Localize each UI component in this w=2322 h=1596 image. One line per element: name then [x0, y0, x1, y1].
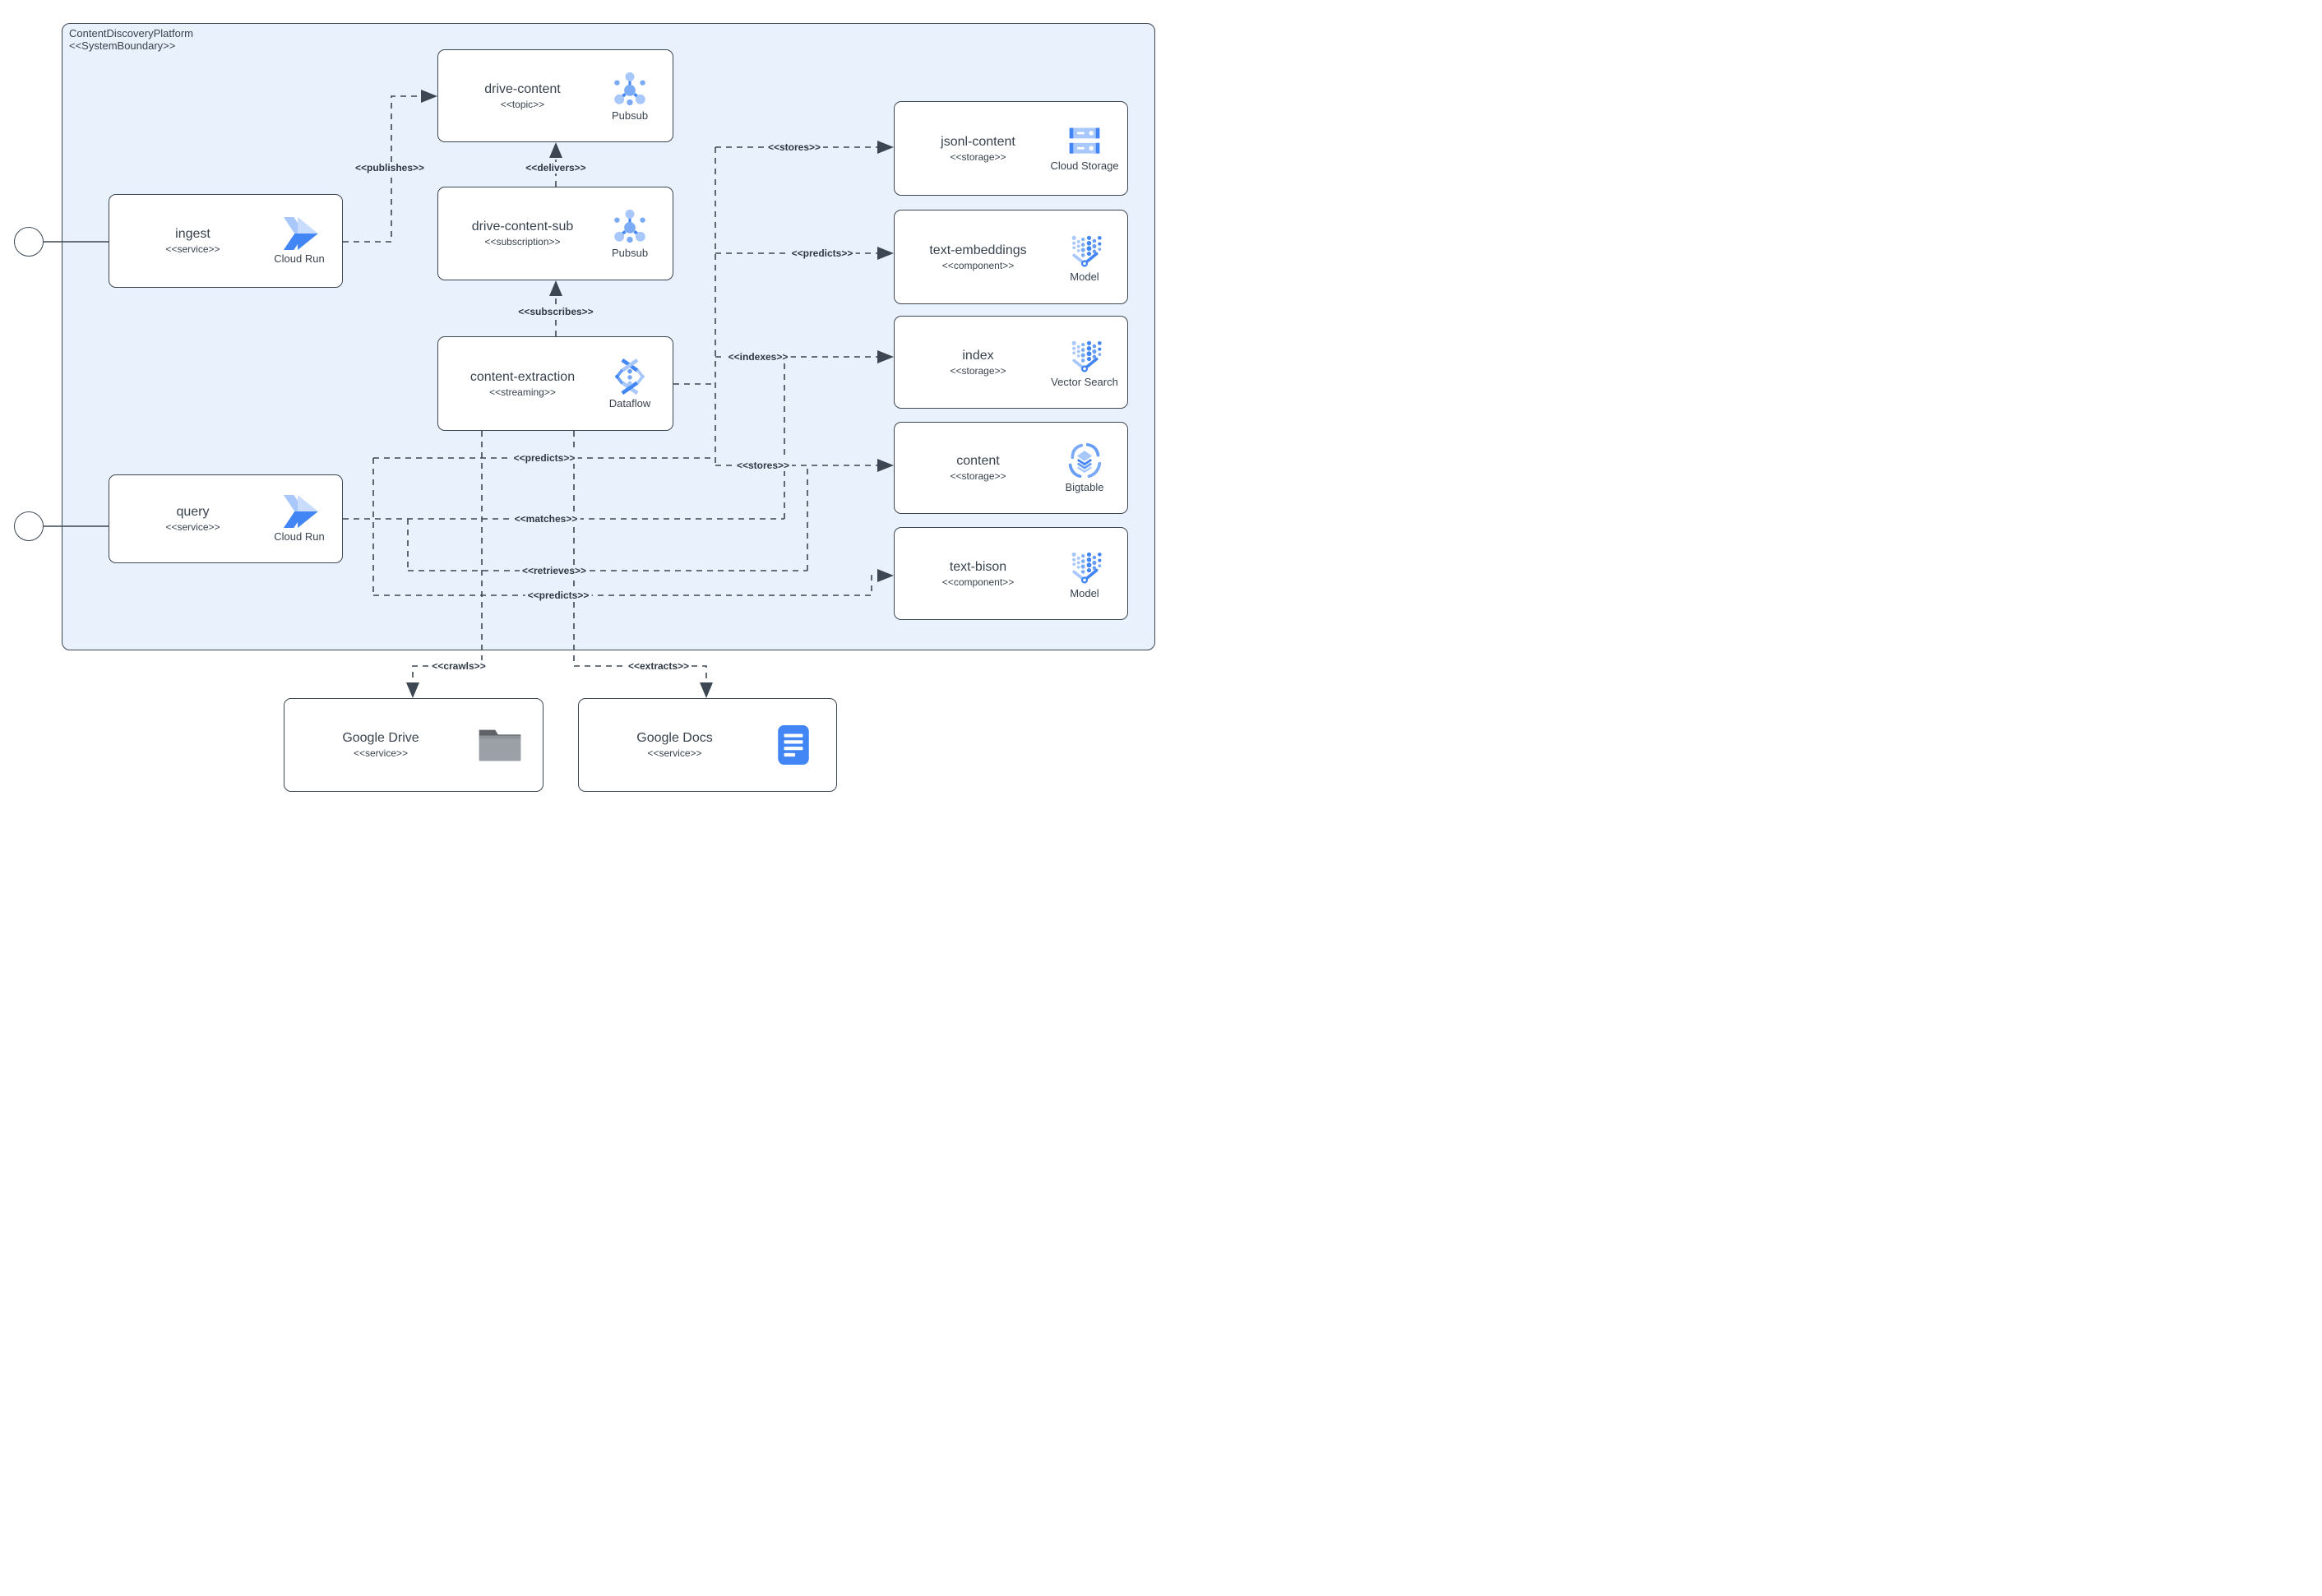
folder-icon [479, 729, 521, 761]
node-title: drive-content-sub [471, 220, 574, 234]
arrowhead-extracts [700, 682, 713, 698]
diagram-canvas: ContentDiscoveryPlatform<<SystemBoundary… [0, 0, 1161, 798]
node-stereotype: <<service>> [353, 747, 409, 759]
bigtable-icon [1068, 442, 1102, 479]
node-title: text-embeddings [929, 243, 1027, 257]
node-ingest-text: ingest <<service>> [109, 227, 265, 255]
edge-label-retrieves: <<retrieves>> [519, 565, 590, 576]
edge-label-predicts-bison: <<predicts>> [525, 590, 592, 601]
cloud-storage-icon [1069, 127, 1100, 154]
node-title: jsonl-content [941, 134, 1015, 149]
node-ingest[interactable]: ingest <<service>> Cloud Run [109, 194, 343, 288]
edge-label-indexes: <<indexes>> [725, 351, 791, 363]
node-title: query [176, 505, 210, 519]
node-stereotype: <<storage>> [950, 150, 1006, 163]
node-text-embeddings-text: text-embeddings <<component>> [895, 243, 1050, 271]
actor-port-query [14, 511, 44, 541]
node-drive-content-sub[interactable]: drive-content-sub <<subscription>> Pubsu… [437, 187, 673, 280]
edge-label-stores-content: <<stores>> [733, 460, 793, 471]
pubsub-icon [614, 209, 645, 243]
node-title: index [962, 348, 994, 363]
node-content-extraction-text: content-extraction <<streaming>> [438, 370, 595, 398]
node-tech: Cloud Run [274, 530, 325, 543]
node-text-bison[interactable]: text-bison <<component>> Model [894, 527, 1128, 620]
node-title: ingest [175, 227, 210, 241]
node-content[interactable]: content <<storage>> Bigtable [894, 422, 1128, 514]
node-stereotype: <<service>> [165, 243, 220, 255]
node-index-text: index <<storage>> [895, 349, 1050, 377]
node-tech: Pubsub [611, 109, 649, 122]
node-tech: Vector Search [1051, 375, 1118, 388]
node-index[interactable]: index <<storage>> Vector Search [894, 316, 1128, 409]
node-tech: Cloud Run [274, 252, 325, 265]
node-jsonl-content-text: jsonl-content <<storage>> [895, 135, 1050, 163]
node-drive-content-sub-text: drive-content-sub <<subscription>> [438, 220, 595, 247]
node-content-text: content <<storage>> [895, 454, 1050, 482]
node-title: content [956, 454, 1000, 468]
model-icon [1071, 235, 1102, 267]
edge-label-subscribes: <<subscribes>> [516, 306, 596, 317]
model-icon [1071, 552, 1102, 584]
node-title: content-extraction [469, 369, 576, 384]
edge-label-crawls: <<crawls>> [429, 660, 488, 672]
node-tech: Cloud Storage [1050, 159, 1119, 172]
node-tech: Pubsub [611, 247, 649, 259]
node-title: Google Drive [342, 731, 419, 745]
node-google-docs[interactable]: Google Docs <<service>> [578, 698, 837, 792]
node-title: drive-content [484, 81, 561, 96]
node-query-text: query <<service>> [109, 505, 265, 533]
node-google-drive-text: Google Drive <<service>> [284, 731, 465, 759]
pubsub-icon [614, 72, 645, 105]
arrowhead-crawls [406, 682, 419, 698]
docs-icon [778, 725, 809, 765]
node-drive-content-text: drive-content <<topic>> [438, 82, 595, 110]
node-stereotype: <<component>> [941, 259, 1015, 271]
vector-search-icon [1071, 340, 1102, 372]
edge-label-extracts: <<extracts>> [625, 660, 692, 672]
node-google-docs-text: Google Docs <<service>> [579, 731, 759, 759]
edge-label-predicts-query: <<predicts>> [511, 452, 578, 464]
edge-label-stores-jsonl: <<stores>> [765, 141, 824, 153]
edge-label-predicts-embeddings: <<predicts>> [789, 247, 856, 259]
edge-label-matches: <<matches>> [511, 513, 580, 525]
node-jsonl-content[interactable]: jsonl-content <<storage>> Cloud Storage [894, 101, 1128, 196]
node-tech: Model [1070, 586, 1099, 599]
dataflow-icon [615, 358, 645, 395]
node-stereotype: <<component>> [941, 576, 1015, 588]
node-stereotype: <<streaming>> [489, 386, 556, 398]
cloud-run-icon [283, 217, 318, 250]
boundary-stereotype: <<SystemBoundary>> [69, 39, 176, 52]
node-google-drive[interactable]: Google Drive <<service>> [284, 698, 543, 792]
node-text-bison-text: text-bison <<component>> [895, 560, 1050, 588]
node-content-extraction[interactable]: content-extraction <<streaming>> Dataflo… [437, 336, 673, 431]
node-title: Google Docs [636, 731, 713, 745]
node-tech: Model [1070, 270, 1099, 283]
node-title: text-bison [949, 559, 1007, 574]
node-stereotype: <<storage>> [950, 470, 1006, 482]
boundary-name: ContentDiscoveryPlatform [69, 27, 193, 39]
node-stereotype: <<service>> [165, 521, 220, 533]
node-stereotype: <<storage>> [950, 364, 1006, 377]
node-query[interactable]: query <<service>> Cloud Run [109, 474, 343, 563]
actor-port-ingest [14, 227, 44, 257]
node-stereotype: <<topic>> [500, 98, 545, 110]
node-tech: Bigtable [1065, 481, 1104, 493]
node-stereotype: <<subscription>> [484, 236, 561, 247]
edge-label-publishes: <<publishes>> [352, 162, 428, 173]
node-stereotype: <<service>> [647, 747, 702, 759]
system-boundary-label: ContentDiscoveryPlatform<<SystemBoundary… [69, 27, 193, 52]
edge-label-delivers: <<delivers>> [523, 162, 589, 173]
node-text-embeddings[interactable]: text-embeddings <<component>> Model [894, 210, 1128, 304]
cloud-run-icon [283, 495, 318, 528]
node-drive-content[interactable]: drive-content <<topic>> Pubsub [437, 49, 673, 142]
node-tech: Dataflow [608, 396, 651, 409]
